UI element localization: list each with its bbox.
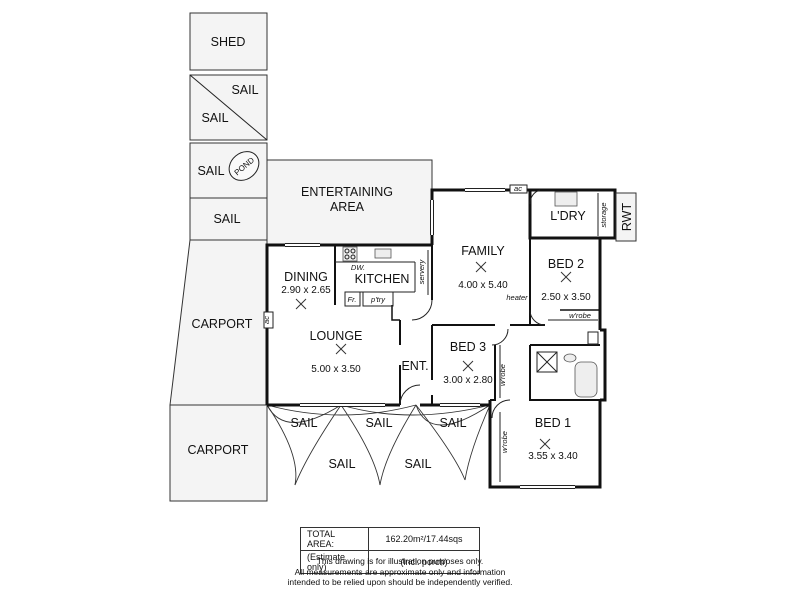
fan-dining (295, 298, 307, 310)
bed3-wrobe-label: w'robe (498, 364, 507, 386)
entertaining-label: ENTERTAINING (301, 185, 393, 199)
shed-label: SHED (211, 35, 246, 49)
sail-label-4: SAIL (213, 212, 240, 226)
ac-label-west: ac (262, 316, 271, 324)
fridge-label: Fr. (348, 295, 357, 304)
entertaining-area-outline (266, 159, 433, 245)
rwt-label: RWT (620, 203, 634, 232)
disclaimer: This drawing is for illustration purpose… (270, 556, 530, 588)
bed2-dim: 2.50 x 3.50 (541, 292, 591, 303)
sail-label-1: SAIL (231, 83, 258, 97)
bed1-dim: 3.55 x 3.40 (528, 451, 578, 462)
family-dim: 4.00 x 5.40 (458, 280, 508, 291)
bed3-label: BED 3 (450, 340, 486, 354)
dining-dim: 2.90 x 2.65 (281, 285, 331, 296)
porch-sails (266, 404, 491, 486)
fan-family (475, 261, 487, 273)
carport-label-1: CARPORT (192, 317, 253, 331)
carport-outline-bottom (169, 404, 268, 502)
porch-sail-label-1: SAIL (290, 416, 317, 430)
table-row: (Estimate only) (incl. porch) (300, 550, 480, 574)
estimate-label: (Estimate only) (300, 550, 369, 574)
porch-sail-label-3: SAIL (439, 416, 466, 430)
estimate-value: (incl. porch) (368, 550, 480, 574)
area-table: TOTAL AREA: 162.20m²/17.44sqs (Estimate … (300, 527, 480, 574)
fan-bed2 (560, 271, 572, 283)
bed2-label: BED 2 (548, 257, 584, 271)
kitchen-label: KITCHEN (355, 272, 410, 286)
pond-outline (228, 151, 260, 181)
shed-outline (189, 12, 268, 71)
sail-outline-3 (189, 197, 268, 241)
lounge-label: LOUNGE (310, 329, 363, 343)
dw-label: DW. (351, 263, 365, 272)
ac-unit-west (263, 311, 274, 329)
doors (399, 189, 546, 419)
servery-label: servery (417, 258, 426, 284)
sail-diagonal (189, 74, 268, 141)
disclaimer-line: All measurements are approximate only an… (294, 566, 506, 577)
windows (285, 188, 575, 489)
ac-unit-north (509, 184, 528, 194)
disclaimer-line: This drawing is for illustration purpose… (316, 556, 484, 566)
carport-label-2: CARPORT (188, 443, 249, 457)
dining-label: DINING (284, 270, 328, 284)
storage-label: storage (599, 202, 608, 227)
rwt-outline (615, 192, 637, 242)
laundry-label: L'DRY (550, 209, 586, 223)
total-area-label: TOTAL AREA: (300, 527, 369, 551)
lounge-dim: 5.00 x 3.50 (311, 364, 361, 375)
ceiling-fans (295, 261, 572, 450)
porch-sail-label-4: SAIL (328, 457, 355, 471)
ac-label-north: ac (514, 184, 522, 193)
pantry-label: p'try (370, 295, 386, 304)
sail-label-2: SAIL (201, 111, 228, 125)
kitchen-fixtures (335, 246, 429, 307)
area-label: AREA (330, 200, 365, 214)
total-area-value: 162.20m²/17.44sqs (368, 527, 480, 551)
table-row: TOTAL AREA: 162.20m²/17.44sqs (300, 527, 480, 551)
bed1-wrobe-label: w'robe (500, 431, 509, 453)
fan-lounge (335, 343, 347, 355)
porch-sail-label-5: SAIL (404, 457, 431, 471)
sail-label-3: SAIL (197, 164, 224, 178)
bed2-wrobe-label: w'robe (569, 311, 591, 320)
entry-label: ENT. (401, 359, 428, 373)
bed1-label: BED 1 (535, 416, 571, 430)
fan-bed3 (462, 360, 474, 372)
family-label: FAMILY (461, 244, 505, 258)
heater-label: heater (506, 293, 528, 302)
wet-area-fixtures (499, 191, 599, 482)
fan-bed1 (539, 438, 551, 450)
porch-sail-label-2: SAIL (365, 416, 392, 430)
disclaimer-line: intended to be relied upon should be ind… (287, 577, 513, 587)
bed3-dim: 3.00 x 2.80 (443, 375, 493, 386)
